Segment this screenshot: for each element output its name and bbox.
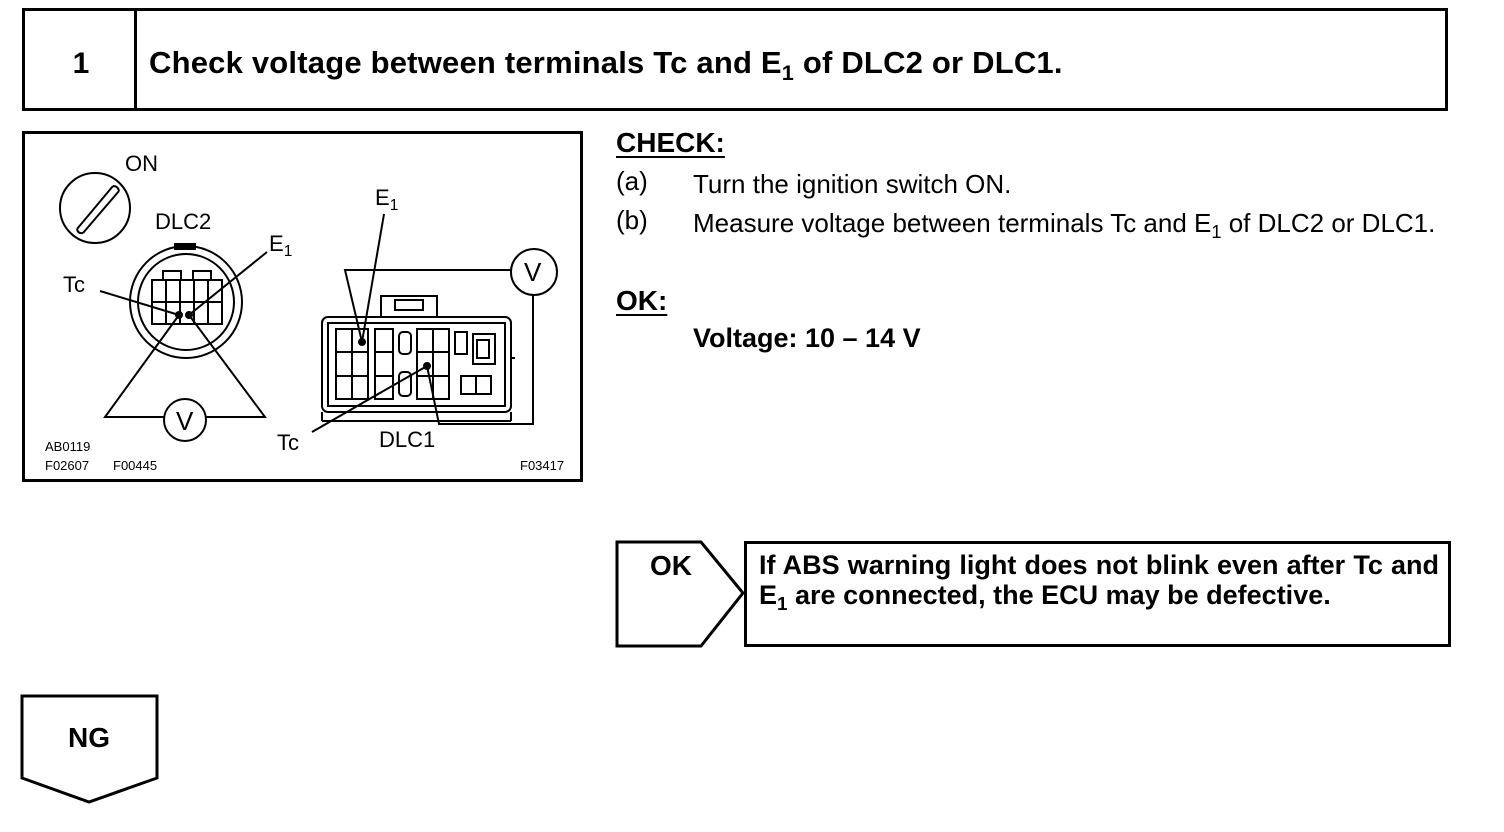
check-item-a-label: (a): [616, 166, 648, 196]
label-e1-left: E1: [269, 231, 293, 260]
label-e1-right-subscript: 1: [389, 196, 399, 214]
ok-result-part1: If ABS warning light does not blink even…: [759, 550, 1439, 610]
step-header: 1 Check voltage between terminals Tc and…: [22, 8, 1448, 111]
ok-arrow-icon: [615, 540, 745, 648]
dlc2-connector-icon: [129, 243, 243, 359]
step-number-cell: 1: [25, 11, 137, 108]
ok-heading: OK:: [616, 285, 668, 316]
connector-diagram: ON DLC2 E1 Tc V E1 V Tc DLC1 AB0119 F026…: [22, 131, 583, 482]
figure-code-f03417: F03417: [520, 458, 565, 473]
check-heading: CHECK:: [616, 127, 725, 158]
ng-arrow-label: NG: [68, 722, 110, 753]
figure-code-ab0119: AB0119: [45, 439, 91, 454]
step-number: 1: [72, 47, 90, 80]
voltage-spec: Voltage: 10 – 14 V: [693, 323, 921, 353]
label-e1-right: E1: [375, 185, 399, 214]
label-tc-left: Tc: [63, 272, 85, 297]
label-dlc2: DLC2: [155, 209, 212, 234]
check-item-b-prefix: Measure voltage between terminals Tc and…: [693, 208, 1212, 238]
voltmeter-left-icon: [163, 398, 207, 442]
check-item-b-text: Measure voltage between terminals Tc and…: [693, 203, 1455, 246]
step-title-subscript: 1: [781, 59, 795, 85]
ok-arrow-label: OK: [650, 550, 692, 581]
check-item-b-label: (b): [616, 205, 648, 235]
dlc1-connector-icon: [321, 295, 515, 422]
label-e1-left-subscript: 1: [283, 242, 293, 260]
figure-code-f00445: F00445: [113, 458, 158, 473]
ignition-key-icon: [59, 172, 131, 244]
label-voltmeter-left: V: [176, 406, 194, 436]
ok-result-part2: are connected, the ECU may be defective.: [787, 580, 1331, 610]
connector-diagram-drawing: [59, 172, 558, 442]
step-title: Check voltage between terminals Tc and E…: [149, 45, 1063, 85]
step-title-suffix: of DLC2 or DLC1.: [794, 45, 1063, 80]
ng-arrow-icon: [20, 694, 159, 804]
label-on: ON: [125, 151, 158, 176]
ok-result-text: If ABS warning light does not blink even…: [759, 550, 1439, 616]
ok-result-box: If ABS warning light does not blink even…: [744, 541, 1451, 647]
check-item-b-subscript: 1: [1211, 221, 1222, 242]
label-e1-left-main: E: [269, 231, 284, 256]
check-item-a-text: Turn the ignition switch ON.: [693, 169, 1012, 199]
step-title-prefix: Check voltage between terminals Tc and E: [149, 45, 782, 80]
label-e1-right-main: E: [375, 185, 390, 210]
figure-code-f02607: F02607: [45, 458, 90, 473]
check-item-b-suffix: of DLC2 or DLC1.: [1221, 208, 1436, 238]
label-dlc1: DLC1: [379, 427, 436, 452]
ok-result-subscript: 1: [777, 594, 788, 616]
label-voltmeter-right: V: [524, 257, 542, 287]
label-tc-right: Tc: [277, 430, 299, 455]
